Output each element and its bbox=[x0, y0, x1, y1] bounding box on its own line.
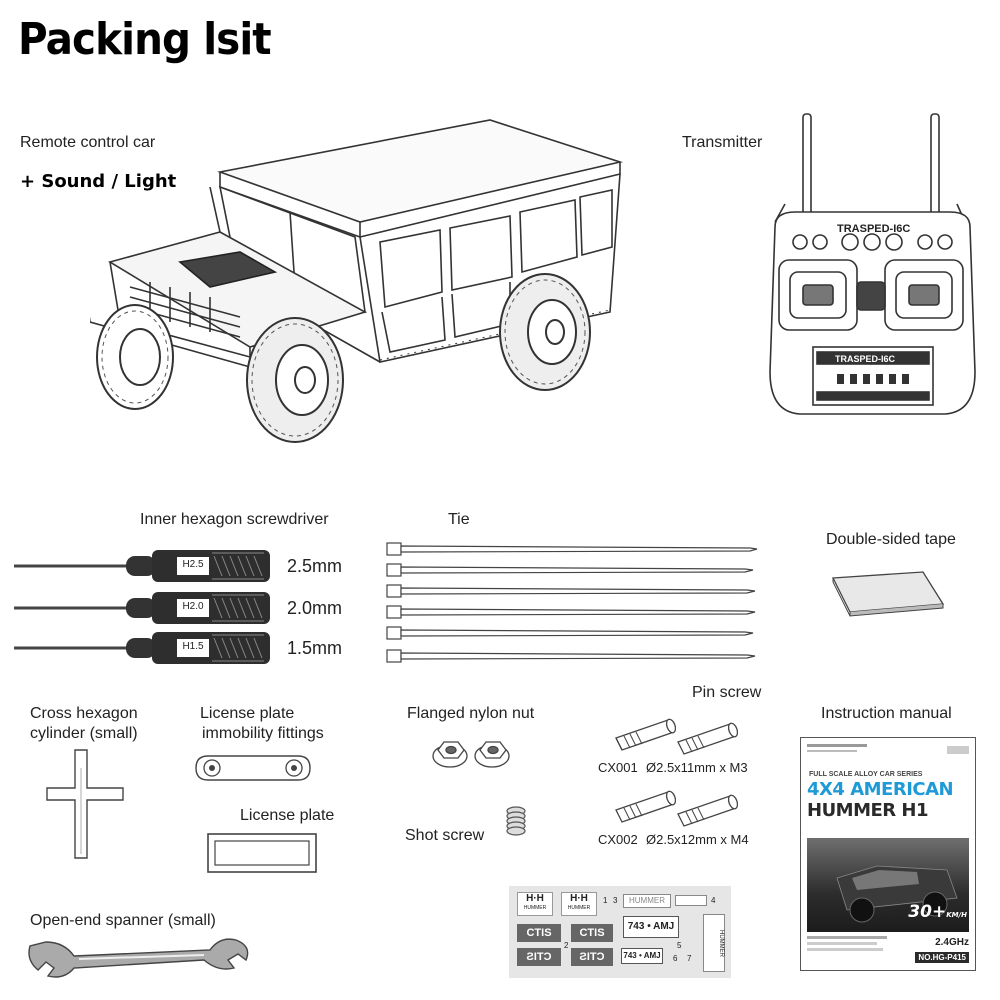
manual-label: Instruction manual bbox=[821, 705, 952, 722]
sticker-hummer-plate: HUMMER bbox=[623, 894, 671, 908]
transmitter-brand-panel: TRASPED-I6C bbox=[835, 354, 896, 364]
screwdriver-size: 2.5mm bbox=[287, 556, 343, 576]
cross-hex-label-2: cylinder (small) bbox=[30, 725, 138, 742]
pin-screw-spec: Ø2.5x11mm x M3 bbox=[646, 760, 748, 775]
sticker-ctis: CTIS bbox=[571, 924, 613, 942]
manual-logo bbox=[947, 746, 969, 754]
nylon-nut-icon bbox=[432, 741, 510, 768]
sticker-hummer-text: HUMMER bbox=[523, 905, 547, 911]
transmitter-brand-top: TRASPED-I6C bbox=[837, 223, 910, 235]
sticker-hummer-text: HUMMER bbox=[567, 905, 591, 911]
car-extras-label: + Sound / Light bbox=[20, 171, 177, 192]
manual-speed: 30+KM/H bbox=[908, 902, 967, 922]
cross-hex-label-1: Cross hexagon bbox=[30, 705, 138, 722]
manual-footer-line bbox=[807, 936, 887, 939]
sticker-ctis-mirrored: CTIS bbox=[571, 948, 613, 966]
sticker-vertical: HUMMER bbox=[703, 914, 725, 972]
pin-screw-icon bbox=[615, 790, 739, 827]
sticker-ctis: CTIS bbox=[517, 924, 561, 942]
sticker-number: 6 bbox=[673, 954, 678, 963]
sticker-sheet: H·H HUMMER H·H HUMMER 1 3 HUMMER 4 CTIS … bbox=[509, 886, 731, 978]
screwdriver-icon bbox=[14, 550, 270, 582]
shot-screw-icon bbox=[506, 806, 526, 836]
manual-cover-photo bbox=[807, 838, 969, 932]
manual-model-number: NO.HG-P415 bbox=[915, 952, 969, 963]
screwdriver-label: Inner hexagon screwdriver bbox=[140, 511, 329, 528]
tie-label: Tie bbox=[448, 511, 470, 528]
pin-screw-icon bbox=[615, 718, 739, 755]
pin-screw-code: CX002 bbox=[598, 832, 638, 847]
manual-header-line bbox=[807, 750, 857, 752]
manual-footer-line bbox=[807, 942, 877, 945]
double-sided-tape-illustration bbox=[831, 571, 945, 617]
car-label: Remote control car bbox=[20, 134, 156, 151]
screwdriver-icon bbox=[14, 632, 270, 664]
pin-screw-code: CX001 bbox=[598, 760, 638, 775]
manual-speed-value: 30+ bbox=[908, 902, 947, 922]
sticker-ctis-mirrored: CTIS bbox=[517, 948, 561, 966]
screwdriver-item: H2.5 2.5mm bbox=[12, 548, 372, 584]
transmitter-label: Transmitter bbox=[682, 134, 763, 151]
sticker-number: 5 bbox=[677, 941, 682, 950]
cable-tie bbox=[386, 542, 758, 556]
screwdriver-handle-label: H2.5 bbox=[182, 559, 204, 570]
manual-speed-unit: KM/H bbox=[946, 911, 967, 919]
rc-car-illustration bbox=[90, 119, 624, 443]
license-fittings-label-2: immobility fittings bbox=[202, 725, 324, 742]
cross-hex-wrench-icon bbox=[46, 749, 124, 859]
sticker-number: 4 bbox=[711, 896, 716, 905]
sticker-number: 3 bbox=[613, 896, 618, 905]
shot-screw-label: Shot screw bbox=[405, 827, 485, 844]
sticker-strip bbox=[675, 895, 707, 906]
spanner-label: Open-end spanner (small) bbox=[30, 912, 216, 929]
manual-footer-line bbox=[807, 948, 883, 951]
sticker-license-plate: 743 • AMJ bbox=[623, 916, 679, 938]
sticker-hummer-logo: H·H HUMMER bbox=[517, 892, 553, 916]
cable-ties-illustration bbox=[386, 542, 758, 663]
sticker-number: 2 bbox=[564, 941, 569, 950]
pin-screw-spec: Ø2.5x12mm x M4 bbox=[646, 832, 749, 847]
license-plate-icon bbox=[207, 833, 317, 873]
screwdriver-handle-label: H1.5 bbox=[182, 641, 204, 652]
screwdriver-icon bbox=[14, 592, 270, 624]
screwdriver-size: 1.5mm bbox=[287, 638, 343, 658]
tape-label: Double-sided tape bbox=[826, 531, 956, 548]
instruction-manual-cover: FULL SCALE ALLOY CAR SERIES 4X4 AMERICAN… bbox=[800, 737, 976, 971]
sticker-number: 7 bbox=[687, 954, 692, 963]
license-fittings-label-1: License plate bbox=[200, 705, 295, 722]
sticker-hummer-logo: H·H HUMMER bbox=[561, 892, 597, 916]
manual-car-photo bbox=[836, 865, 958, 923]
sticker-number: 1 bbox=[603, 896, 608, 905]
manual-series: FULL SCALE ALLOY CAR SERIES bbox=[809, 771, 923, 778]
screwdriver-handle-label: H2.0 bbox=[182, 601, 204, 612]
transmitter-illustration: TRASPED-I6C TRASPED-I6C bbox=[769, 113, 976, 415]
license-plate-label: License plate bbox=[240, 807, 335, 824]
spanner-icon bbox=[28, 938, 249, 978]
pin-screw-label: Pin screw bbox=[692, 684, 762, 701]
screwdriver-item: H2.0 2.0mm bbox=[12, 590, 372, 626]
page-title: Packing lsit bbox=[18, 14, 272, 65]
manual-frequency: 2.4GHz bbox=[935, 937, 969, 948]
manual-header-line bbox=[807, 744, 867, 747]
screwdriver-set: H2.5 2.5mm H2.0 2.0mm H1.5 bbox=[12, 540, 372, 664]
manual-headline-2: HUMMER H1 bbox=[807, 800, 929, 821]
nylon-nut-label: Flanged nylon nut bbox=[407, 705, 535, 722]
sticker-license-plate-small: 743 • AMJ bbox=[621, 948, 663, 964]
manual-headline-1: 4X4 AMERICAN bbox=[807, 779, 954, 800]
screwdriver-size: 2.0mm bbox=[287, 598, 343, 618]
license-fittings-icon bbox=[195, 755, 311, 781]
screwdriver-item: H1.5 1.5mm bbox=[12, 630, 372, 666]
